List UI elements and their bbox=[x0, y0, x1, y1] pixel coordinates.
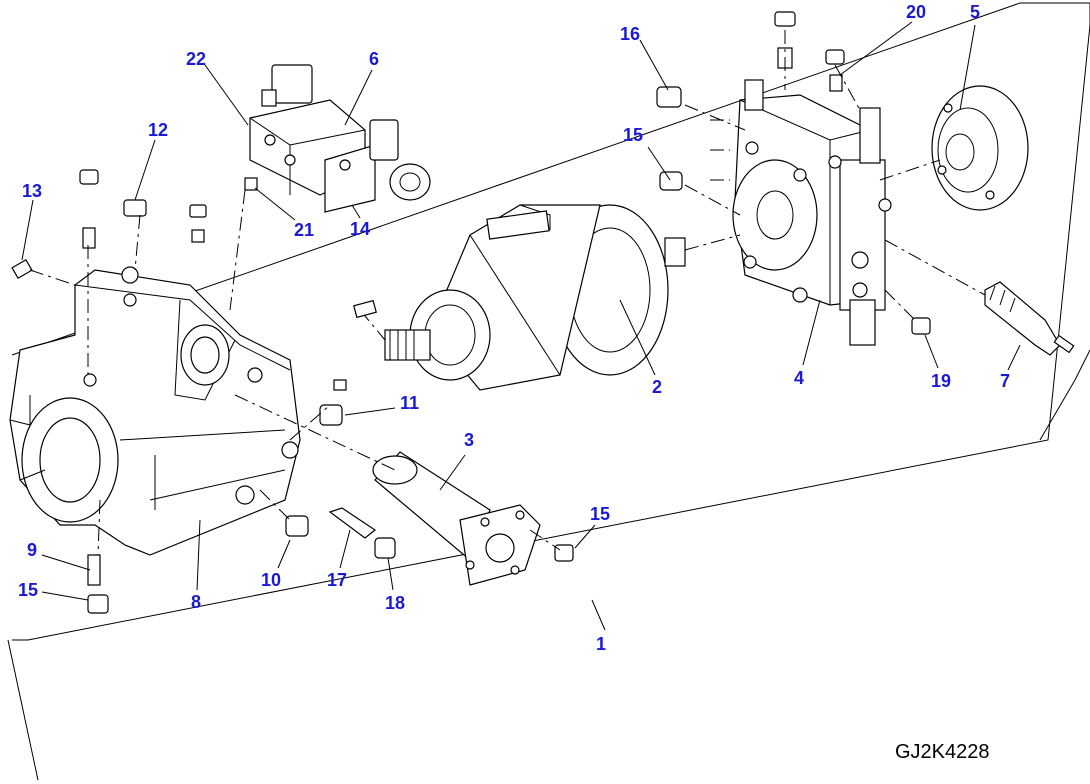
callout-2: 2 bbox=[652, 377, 662, 397]
callout-21: 21 bbox=[294, 220, 314, 240]
callout-15-upper-center: 15 bbox=[623, 125, 643, 145]
callout-15-lower-left: 15 bbox=[18, 580, 38, 600]
callout-15-right: 15 bbox=[590, 504, 610, 524]
callout-9: 9 bbox=[27, 540, 37, 560]
callout-4: 4 bbox=[794, 368, 804, 388]
callout-13: 13 bbox=[22, 181, 42, 201]
pump-housing bbox=[9, 266, 301, 556]
callout-17: 17 bbox=[327, 570, 347, 590]
assembly-frame-lower bbox=[1039, 349, 1090, 441]
assembly-frame bbox=[11, 2, 1090, 641]
callout-14: 14 bbox=[350, 219, 370, 239]
callouts: 1 2 3 4 5 6 7 8 9 10 11 12 13 14 15 15 1… bbox=[18, 2, 1010, 654]
callout-7: 7 bbox=[1000, 371, 1010, 391]
callout-1: 1 bbox=[596, 634, 606, 654]
callout-6: 6 bbox=[369, 49, 379, 69]
callout-5: 5 bbox=[970, 2, 980, 22]
callout-8: 8 bbox=[191, 592, 201, 612]
callout-11: 11 bbox=[400, 393, 419, 413]
callout-20: 20 bbox=[906, 2, 926, 22]
relief-valve-cartridge bbox=[984, 281, 1075, 356]
callout-19: 19 bbox=[931, 371, 951, 391]
drawing-code: GJ2K4228 bbox=[895, 741, 990, 763]
frame-left-edge bbox=[7, 639, 39, 781]
callout-22: 22 bbox=[186, 49, 206, 69]
callout-18: 18 bbox=[385, 593, 405, 613]
callout-16: 16 bbox=[620, 24, 640, 44]
solenoid-valve-block bbox=[244, 64, 431, 213]
leader-lines bbox=[21, 21, 1021, 631]
control-regulator bbox=[732, 79, 892, 346]
centerlines bbox=[29, 30, 986, 556]
rotating-group bbox=[353, 204, 686, 391]
end-cover bbox=[931, 85, 1029, 211]
callout-10: 10 bbox=[261, 570, 281, 590]
callout-12: 12 bbox=[148, 120, 168, 140]
servo-cylinder bbox=[372, 451, 541, 586]
callout-3: 3 bbox=[464, 430, 474, 450]
